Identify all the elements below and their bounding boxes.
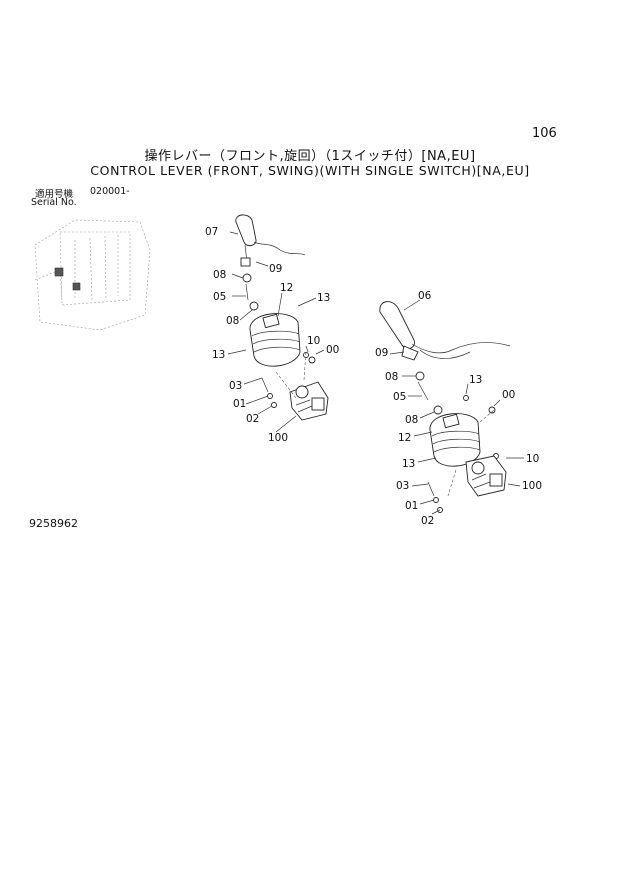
right-boot-clip — [401, 345, 419, 361]
right-callout-08-upper: 08 — [385, 371, 398, 383]
left-callout-09: 09 — [269, 263, 282, 275]
right-callout-03: 03 — [396, 480, 409, 492]
right-callout-06: 06 — [418, 290, 432, 302]
left-callout-01: 01 — [233, 398, 246, 410]
left-callout-10: 10 — [307, 335, 320, 347]
left-callout-05: 05 — [213, 291, 226, 303]
serial-label-english: Serial No. — [31, 197, 77, 208]
right-grip-part-06 — [379, 301, 511, 361]
right-callout-12: 12 — [398, 432, 411, 444]
left-plug-part-00 — [308, 356, 316, 364]
machine-locator-thumbnail — [34, 219, 151, 331]
right-callout-100: 100 — [522, 480, 542, 492]
left-lever-assembly — [227, 214, 329, 433]
right-spring-part-03 — [427, 481, 435, 497]
right-callout-08-lower: 08 — [405, 414, 418, 426]
right-callout-02: 02 — [421, 515, 434, 527]
left-grip-part-07 — [235, 214, 306, 267]
right-callout-10: 10 — [526, 453, 539, 465]
left-callout-08-lower: 08 — [226, 315, 239, 327]
right-nut-part-08 — [415, 371, 425, 381]
left-boot-part-12 — [249, 313, 301, 367]
left-washer-part-08 — [249, 301, 259, 311]
page-number: 106 — [532, 126, 557, 141]
serial-value: 020001- — [90, 186, 130, 197]
left-screw-part-05 — [245, 283, 249, 301]
left-nut-part-08 — [242, 273, 252, 283]
left-callout-07: 07 — [205, 226, 218, 238]
left-callout-13-lower: 13 — [212, 349, 225, 361]
right-pin-part-01 — [433, 497, 439, 503]
left-callout-00: 00 — [326, 344, 339, 356]
right-callout-05: 05 — [393, 391, 406, 403]
right-lever-assembly — [379, 299, 524, 515]
document-number: 9258962 — [29, 517, 78, 530]
right-callout-13-upper: 13 — [469, 374, 482, 386]
left-pilot-valve-part-100 — [289, 381, 329, 421]
left-callout-100: 100 — [268, 432, 288, 444]
serial-label-japanese: 適用号機 — [35, 189, 74, 200]
right-screw-part-05 — [417, 381, 429, 401]
right-washer-part-08 — [433, 405, 443, 415]
right-callout-00: 00 — [502, 389, 515, 401]
right-callout-01: 01 — [405, 500, 418, 512]
left-pin-part-01 — [267, 393, 273, 399]
left-callout-12: 12 — [280, 282, 293, 294]
right-boot-part-12 — [429, 413, 481, 467]
left-callout-13-upper: 13 — [317, 292, 330, 304]
right-pilot-valve-part-100 — [465, 455, 507, 497]
left-callout-08-upper: 08 — [213, 269, 226, 281]
title-japanese: 操作レバー（フロント,旋回）（1スイッチ付）[NA,EU] — [144, 149, 476, 164]
left-callout-03: 03 — [229, 380, 242, 392]
right-plug-part-00 — [488, 406, 496, 414]
left-boot-clip — [240, 257, 251, 267]
left-spring-part-03 — [261, 377, 269, 393]
right-callout-13-lower: 13 — [402, 458, 415, 470]
left-callout-02: 02 — [246, 413, 259, 425]
right-plug-part-13 — [463, 395, 469, 401]
left-ball-part-02 — [271, 402, 277, 408]
title-english: CONTROL LEVER (FRONT, SWING)(WITH SINGLE… — [90, 163, 530, 178]
right-callout-09: 09 — [375, 347, 388, 359]
